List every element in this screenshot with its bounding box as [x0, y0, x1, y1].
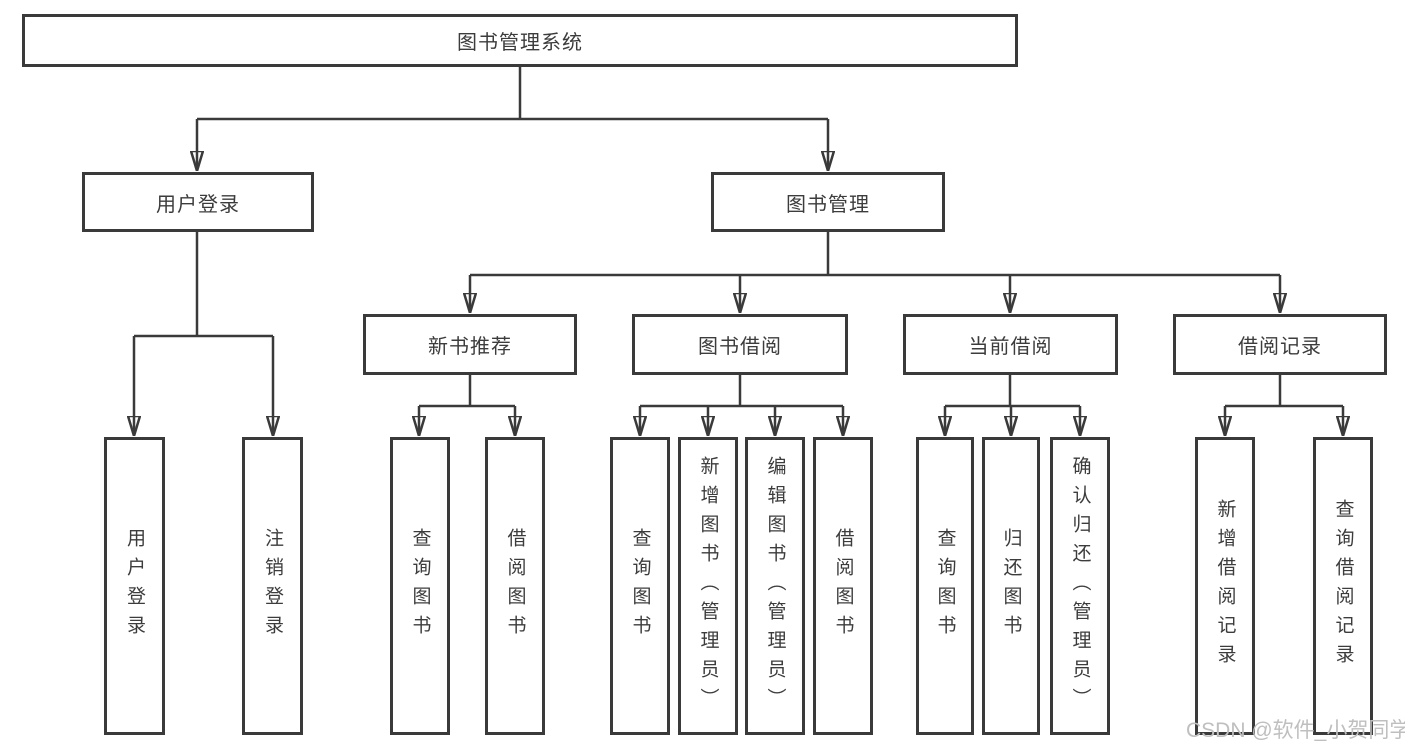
edges-new-book-to-leaves — [419, 375, 515, 435]
node-label: 确认归还（管理员） — [1069, 455, 1091, 717]
edges-book-borrow-to-leaves — [640, 375, 843, 435]
edges-root-to-level2 — [197, 67, 828, 170]
node-label: 图书借阅 — [698, 336, 782, 358]
node-label: 归还图书 — [1000, 528, 1022, 644]
node-leaf-query-books-3: 查询图书 — [916, 437, 974, 735]
node-label: 查询图书 — [409, 528, 431, 644]
node-leaf-logout: 注销登录 — [242, 437, 303, 735]
node-label: 编辑图书（管理员） — [764, 455, 786, 717]
node-label: 新增图书（管理员） — [697, 455, 719, 717]
node-label: 新书推荐 — [428, 336, 512, 358]
node-label: 图书管理系统 — [457, 32, 583, 54]
node-label: 新增借阅记录 — [1214, 499, 1236, 673]
node-label: 查询借阅记录 — [1332, 499, 1354, 673]
node-leaf-query-books-2: 查询图书 — [610, 437, 670, 735]
node-leaf-confirm-return-admin: 确认归还（管理员） — [1050, 437, 1110, 735]
edges-current-borrow-to-leaves — [945, 375, 1080, 435]
node-book-management: 图书管理 — [711, 172, 945, 232]
edges-book-mgmt-to-level3 — [470, 232, 1280, 312]
node-label: 查询图书 — [934, 528, 956, 644]
node-user-login: 用户登录 — [82, 172, 314, 232]
node-leaf-edit-books-admin: 编辑图书（管理员） — [745, 437, 805, 735]
node-new-book-recommend: 新书推荐 — [363, 314, 577, 375]
node-leaf-add-borrow-record: 新增借阅记录 — [1195, 437, 1255, 735]
node-label: 用户登录 — [156, 193, 240, 216]
node-leaf-return-books: 归还图书 — [982, 437, 1040, 735]
node-leaf-borrow-books-1: 借阅图书 — [485, 437, 545, 735]
node-leaf-user-login: 用户登录 — [104, 437, 165, 735]
node-leaf-query-borrow-record: 查询借阅记录 — [1313, 437, 1373, 735]
node-label: 图书管理 — [786, 193, 870, 216]
edges-borrow-record-to-leaves — [1225, 375, 1343, 435]
node-label: 借阅记录 — [1238, 336, 1322, 358]
node-leaf-borrow-books-2: 借阅图书 — [813, 437, 873, 735]
edges-user-login-to-leaves — [134, 232, 273, 435]
csdn-watermark: CSDN @软件_小贺同学 — [1186, 719, 1405, 742]
node-borrowing-records: 借阅记录 — [1173, 314, 1387, 375]
node-current-borrowing: 当前借阅 — [903, 314, 1118, 375]
node-label: 当前借阅 — [968, 336, 1053, 358]
node-leaf-add-books-admin: 新增图书（管理员） — [678, 437, 738, 735]
node-leaf-query-books-1: 查询图书 — [390, 437, 450, 735]
node-label: 借阅图书 — [832, 528, 854, 644]
node-label: 借阅图书 — [504, 528, 526, 644]
node-label: 注销登录 — [262, 528, 283, 644]
node-book-borrowing: 图书借阅 — [632, 314, 848, 375]
node-label: 用户登录 — [124, 528, 145, 644]
node-label: 查询图书 — [629, 528, 651, 644]
node-root-system: 图书管理系统 — [22, 14, 1018, 67]
